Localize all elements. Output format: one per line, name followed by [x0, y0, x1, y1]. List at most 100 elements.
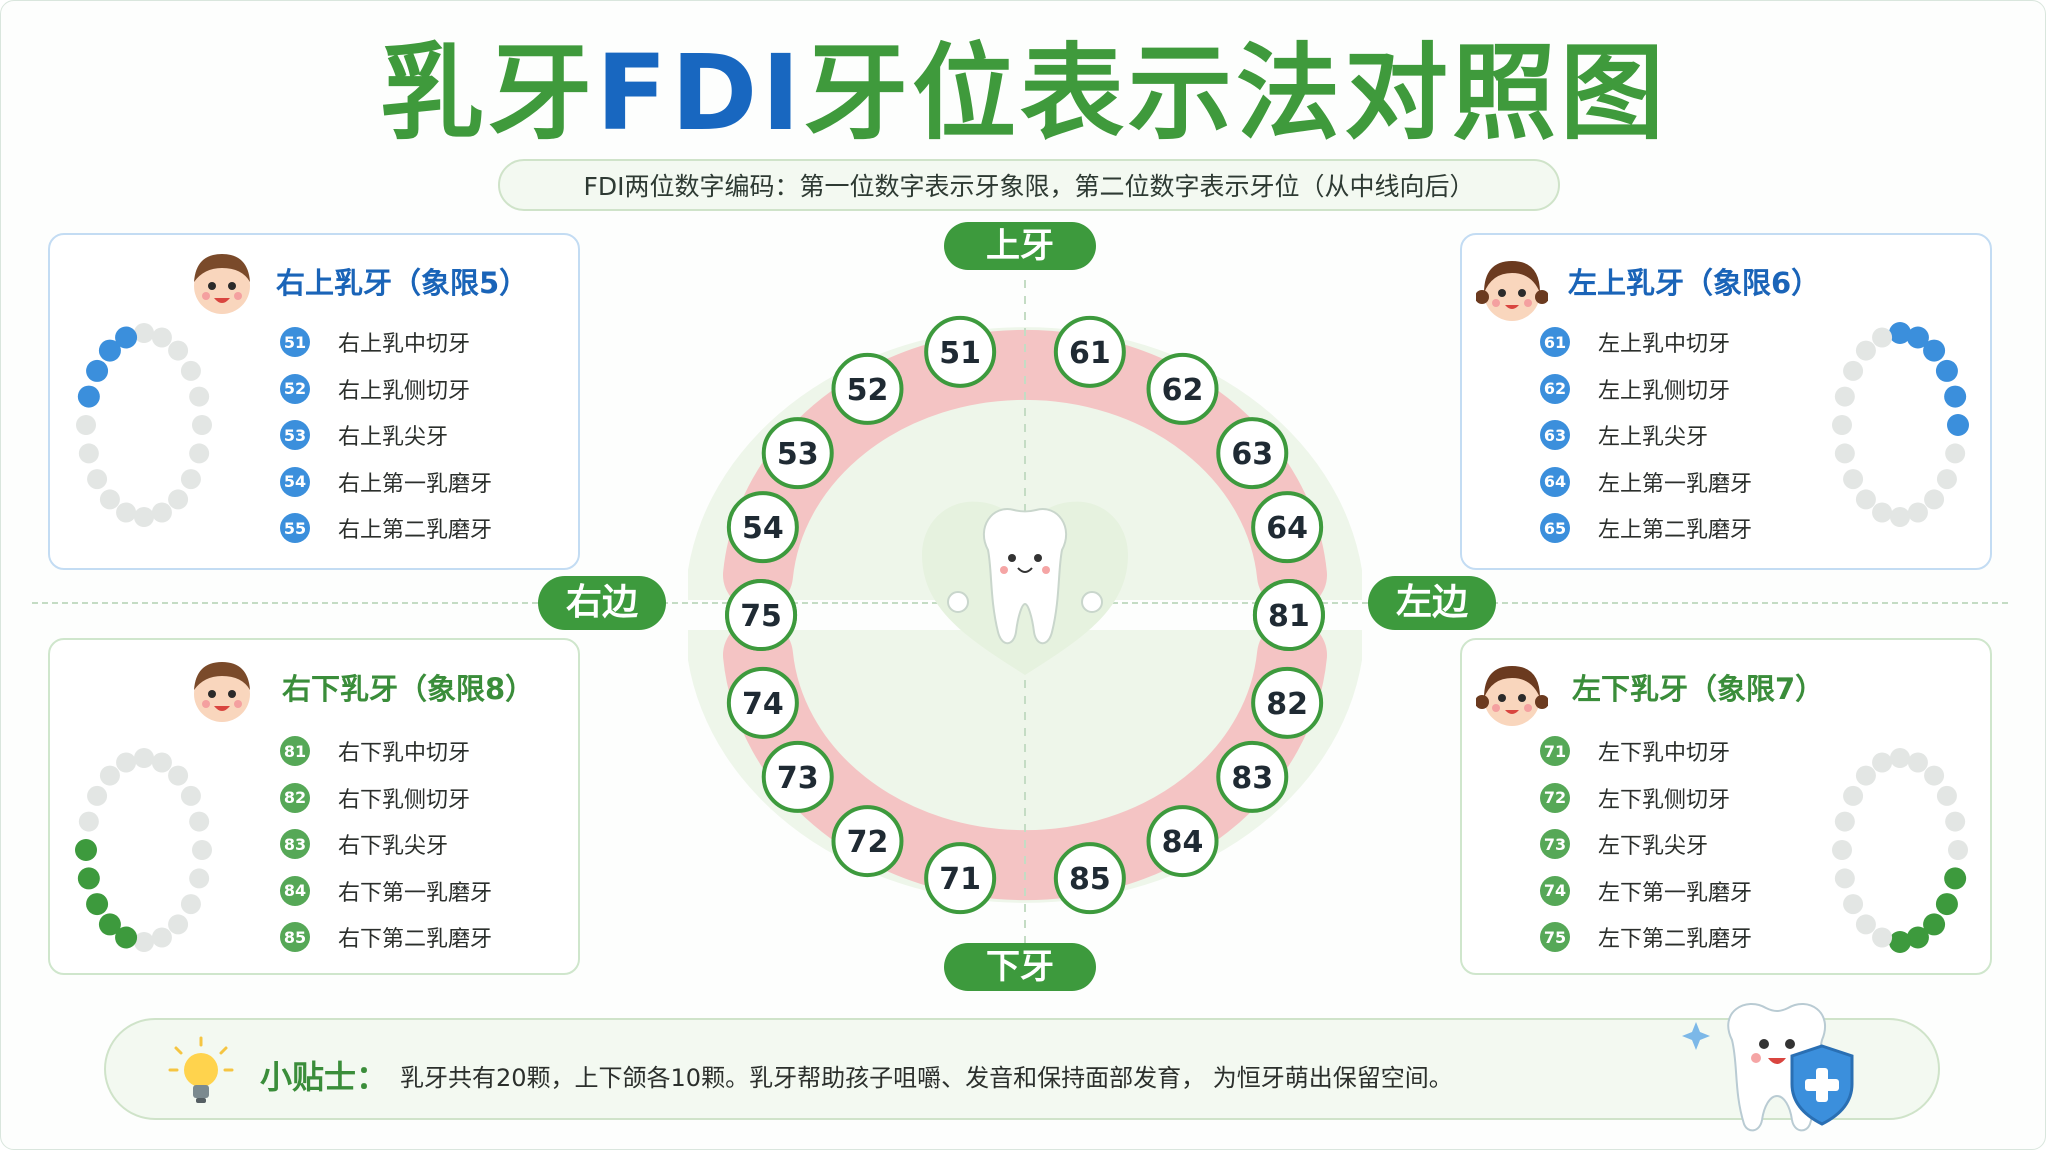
- mini-tooth-dot: [78, 811, 99, 832]
- tooth-circle: [831, 352, 904, 425]
- tooth-marker-54: 54: [726, 491, 799, 564]
- tooth-code-badge: 53: [280, 420, 310, 451]
- tip-banner: [104, 1018, 1940, 1120]
- mini-tooth-dot: [1944, 385, 1967, 408]
- mini-arch-lower-right: [75, 748, 212, 952]
- mini-tooth-dot: [98, 913, 121, 936]
- mini-tooth-dot: [1834, 811, 1855, 832]
- tooth-code-badge: 85: [280, 922, 310, 953]
- right-side-label: 右边: [538, 576, 666, 630]
- mini-tooth-dot: [192, 840, 212, 860]
- tooth-number: 84: [1162, 825, 1204, 860]
- tooth-name: 左上乳侧切牙: [1598, 378, 1731, 404]
- mini-tooth-dot: [1947, 414, 1969, 436]
- tooth-marker-84: 84: [1146, 805, 1219, 878]
- panel-title: 右上乳牙（象限5）: [276, 266, 529, 300]
- mini-tooth-dot: [1924, 489, 1945, 510]
- tooth-name: 左下乳尖牙: [1598, 834, 1709, 860]
- mini-tooth-dot: [86, 893, 109, 916]
- tooth-circle: [761, 740, 834, 813]
- tooth-marker-82: 82: [1251, 666, 1324, 739]
- subtitle-banner: FDI两位数字编码：第一位数字表示牙象限，第二位数字表示牙位（从中线向后）: [498, 159, 1560, 211]
- tooth-number: 81: [1268, 599, 1310, 634]
- tooth-number: 75: [740, 599, 782, 634]
- tooth-number: 51: [939, 336, 981, 371]
- mini-tooth-dot: [1890, 748, 1910, 768]
- tooth-circle: [831, 805, 904, 878]
- tip-label: 小贴士：: [260, 1058, 389, 1096]
- mini-tooth-dot: [1948, 840, 1968, 860]
- mini-tooth-dot: [151, 927, 172, 948]
- mini-tooth-dot: [1907, 752, 1928, 773]
- mini-tooth-dot: [1924, 765, 1945, 786]
- tooth-name: 右上第一乳磨牙: [338, 471, 493, 497]
- mini-tooth-dot: [134, 323, 154, 343]
- mini-tooth-dot: [1945, 811, 1966, 832]
- mini-tooth-dot: [87, 469, 108, 490]
- tooth-circle: [726, 666, 799, 739]
- mini-tooth-dot: [1843, 894, 1864, 915]
- tooth-name: 左下第一乳磨牙: [1598, 880, 1753, 906]
- mini-tooth-dot: [189, 443, 210, 464]
- mini-tooth-dot: [1855, 765, 1876, 786]
- tooth-number: 71: [939, 862, 981, 897]
- tooth-circle: [924, 315, 997, 388]
- tooth-marker-63: 63: [1216, 417, 1289, 490]
- tooth-code-badge: 83: [280, 829, 310, 860]
- mini-tooth-dot: [1834, 868, 1855, 889]
- tooth-code-badge: 62: [1540, 373, 1570, 404]
- tooth-circle: [1251, 666, 1324, 739]
- mini-tooth-dot: [77, 867, 100, 890]
- tooth-code-badge: 75: [1540, 922, 1570, 953]
- panel-title: 左上乳牙（象限6）: [1568, 266, 1821, 300]
- mini-tooth-dot: [1855, 340, 1876, 361]
- tooth-circle: [761, 417, 834, 490]
- mini-tooth-dot: [1890, 507, 1910, 527]
- mini-tooth-dot: [134, 932, 154, 952]
- dental-arch-diagram: 5152535465616263646575747372718182838485: [688, 280, 1362, 950]
- tooth-marker-61: 61: [1053, 315, 1126, 388]
- mini-arch-upper-left: [1832, 322, 1969, 527]
- tooth-number: 73: [777, 761, 819, 796]
- tooth-number: 82: [1266, 687, 1308, 722]
- mini-tooth-dot: [151, 502, 172, 523]
- tooth-marker-81: 81: [1252, 579, 1325, 652]
- tooth-marker-53: 53: [761, 417, 834, 490]
- lightbulb-icon: [168, 1036, 234, 1103]
- mini-tooth-dot: [1843, 785, 1864, 806]
- tooth-name: 左下第二乳磨牙: [1598, 927, 1753, 953]
- mini-tooth-dot: [189, 868, 210, 889]
- mini-tooth-dot: [1936, 469, 1957, 490]
- tooth-code-badge: 82: [280, 782, 310, 813]
- tooth-circle: [1252, 579, 1325, 652]
- tooth-number: 63: [1231, 437, 1273, 472]
- mini-arch-upper-right: [76, 323, 212, 527]
- mini-tooth-dot: [134, 748, 154, 768]
- tooth-marker-74: 74: [726, 666, 799, 739]
- mini-tooth-dot: [134, 507, 154, 527]
- tooth-circle: [1053, 842, 1126, 915]
- mini-tooth-dot: [189, 386, 210, 407]
- mini-tooth-dot: [180, 785, 201, 806]
- tooth-number: 61: [1069, 336, 1111, 371]
- tooth-code-badge: 52: [280, 373, 310, 404]
- tooth-name: 左上第一乳磨牙: [1598, 471, 1753, 497]
- tooth-number: 64: [1266, 511, 1308, 546]
- tooth-marker-85: 85: [1053, 842, 1126, 915]
- tooth-code-badge: 73: [1540, 829, 1570, 860]
- mini-tooth-dot: [77, 385, 100, 408]
- mini-tooth-dot: [115, 326, 138, 349]
- girl-avatar-icon: [1476, 261, 1548, 321]
- tooth-circle: [725, 579, 798, 652]
- mini-tooth-dot: [1872, 327, 1893, 348]
- tooth-code-badge: 55: [280, 513, 310, 544]
